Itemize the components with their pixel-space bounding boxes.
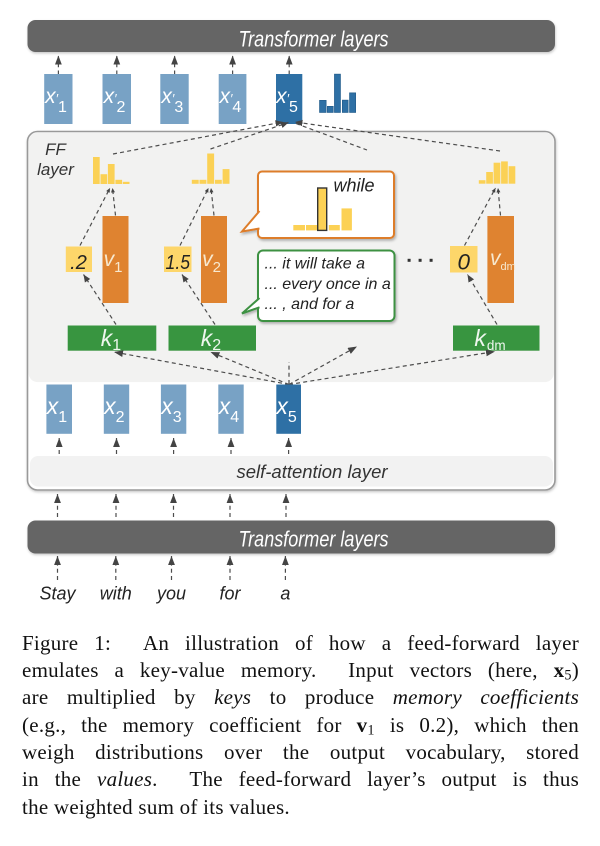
svg-text:layer: layer: [37, 160, 75, 179]
svg-text:FF: FF: [45, 140, 67, 159]
svg-text:for: for: [219, 584, 241, 604]
svg-text:kdm: kdm: [474, 325, 505, 353]
svg-text:... , and for a: ... , and for a: [265, 296, 355, 313]
svg-text:self-attention layer: self-attention layer: [237, 462, 389, 482]
svg-text:you: you: [155, 584, 186, 604]
svg-text:Transformer layers: Transformer layers: [239, 27, 389, 52]
svg-text:Stay: Stay: [39, 584, 76, 604]
svg-text:.2: .2: [70, 252, 87, 274]
svg-text:while: while: [334, 176, 375, 196]
svg-text:... every once in a: ... every once in a: [265, 276, 391, 293]
svg-text:... it will take a: ... it will take a: [265, 256, 366, 273]
svg-text:a: a: [280, 584, 290, 604]
svg-text:Transformer layers: Transformer layers: [239, 527, 389, 552]
svg-text:with: with: [100, 584, 132, 604]
svg-text:1.5: 1.5: [166, 252, 191, 274]
svg-text:0: 0: [458, 250, 471, 275]
